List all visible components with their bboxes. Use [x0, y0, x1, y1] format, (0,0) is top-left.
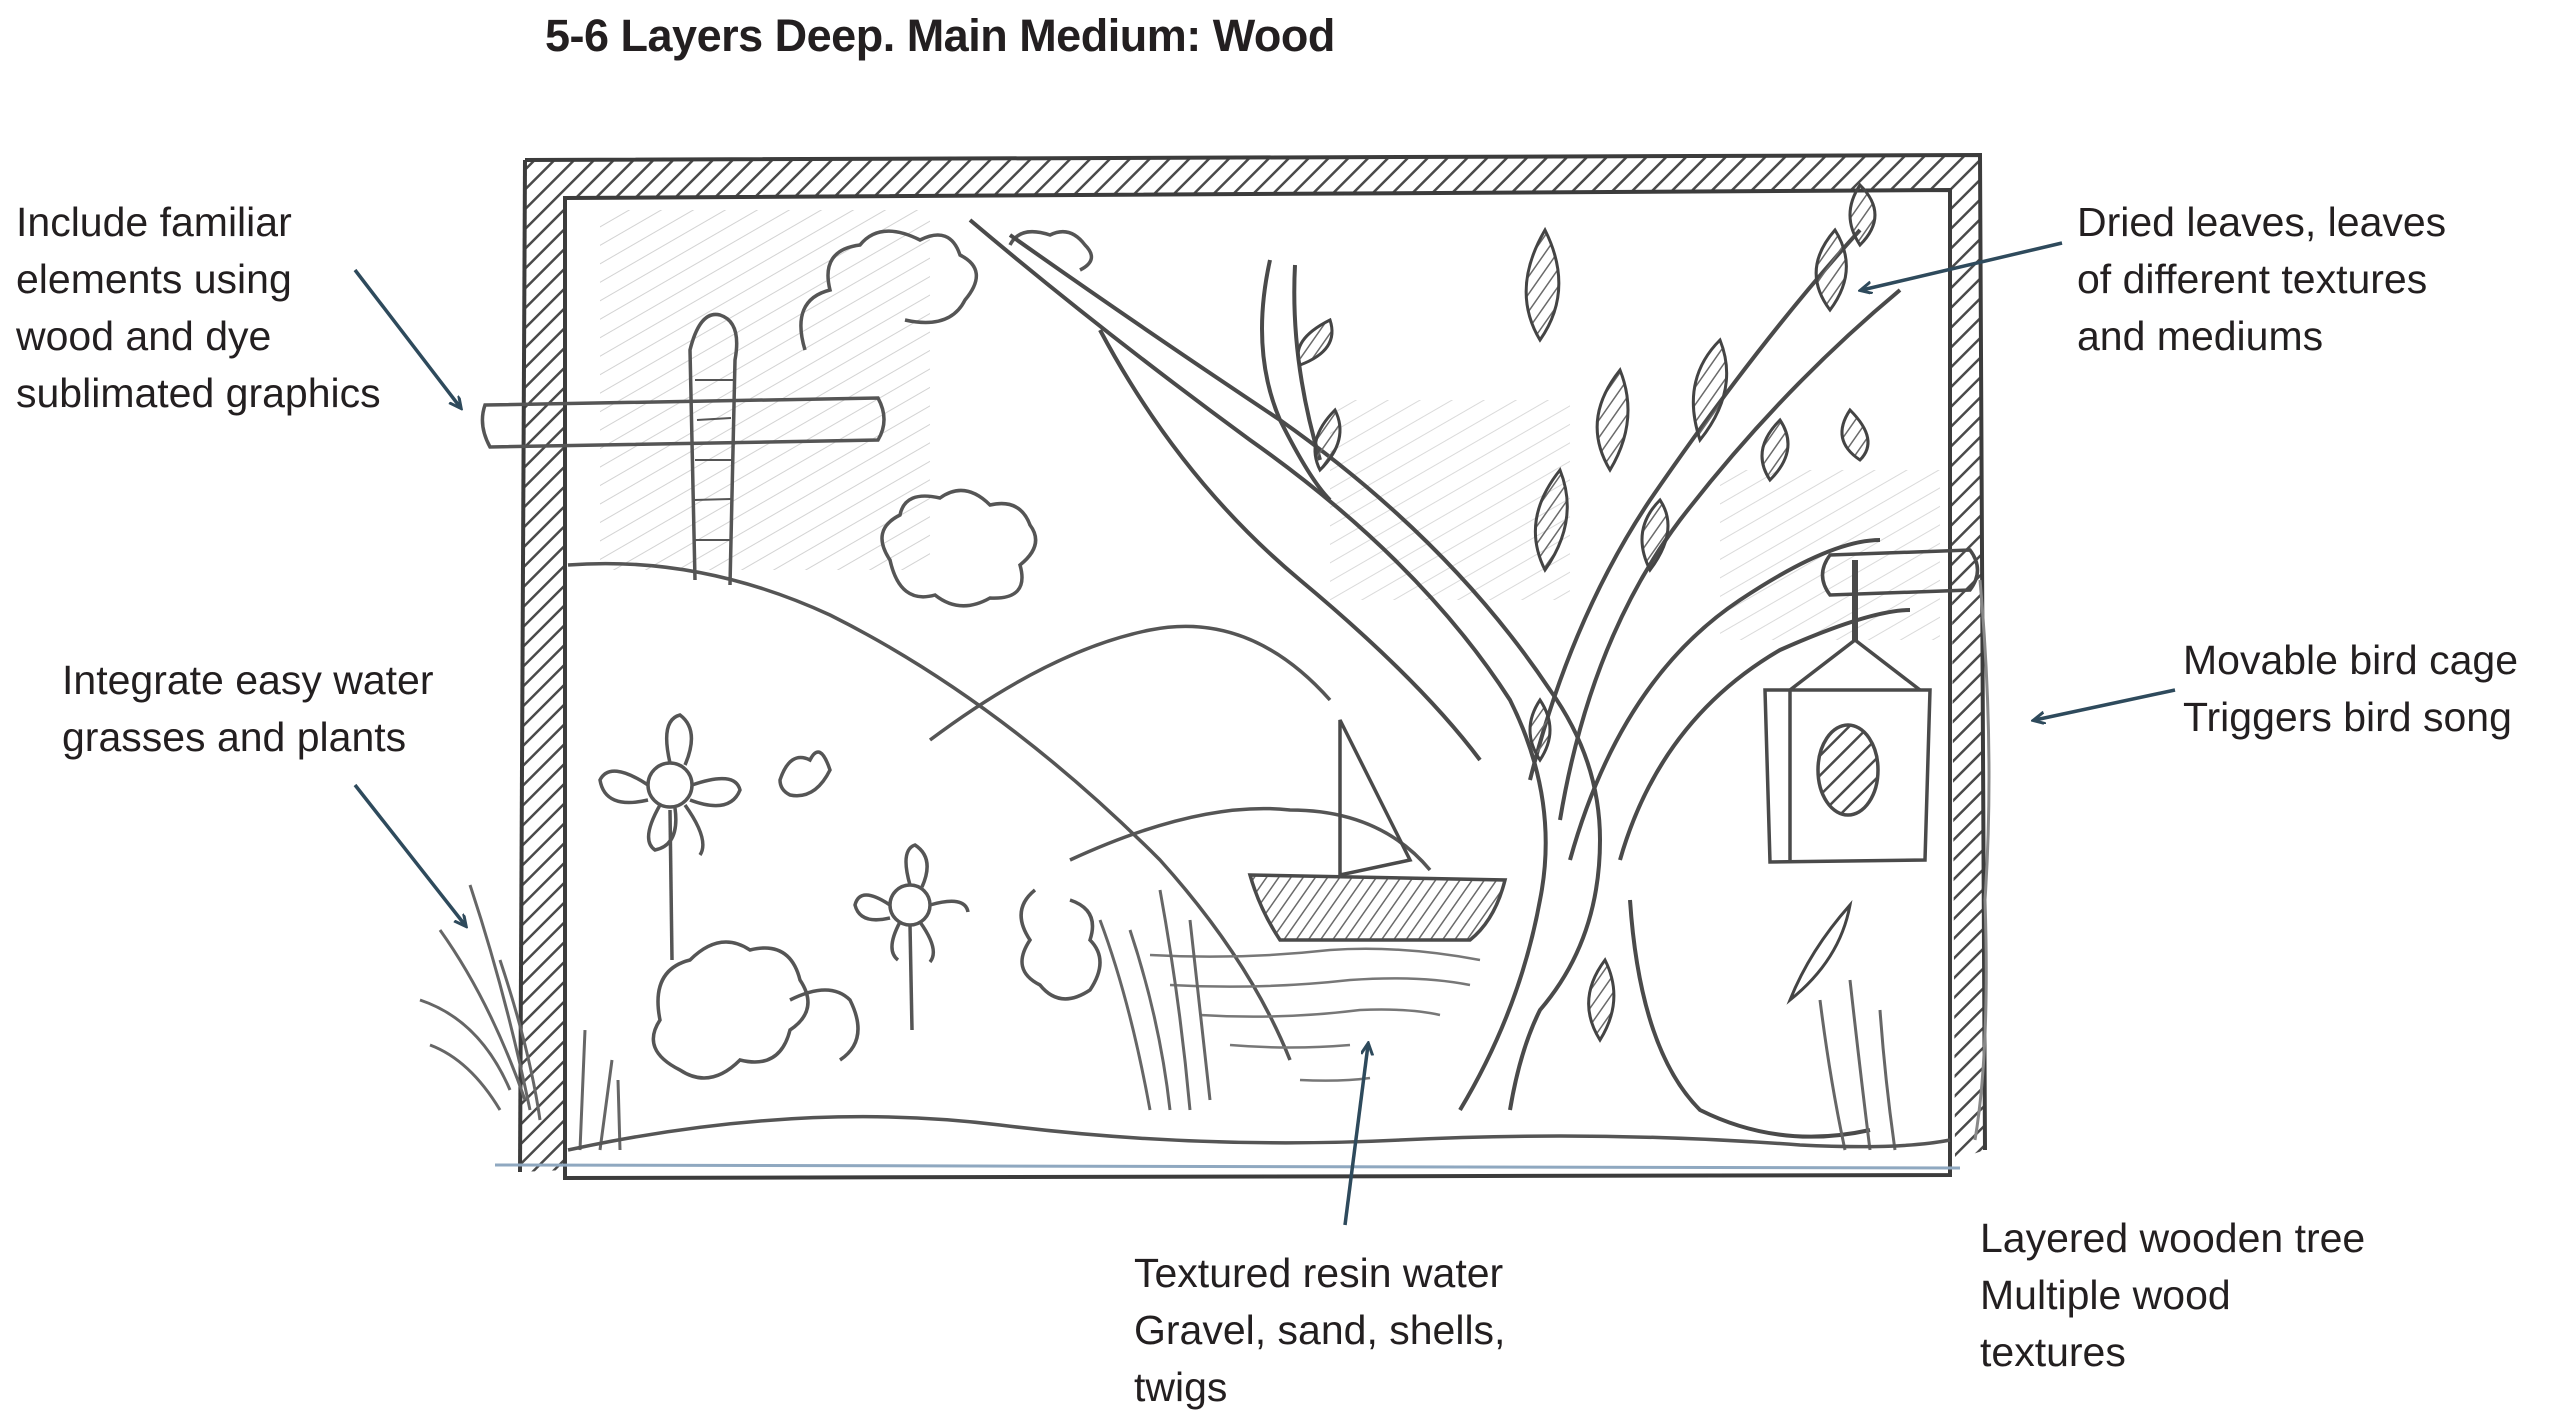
annotation-line: sublimated graphics: [16, 370, 381, 416]
frame-border: [494, 152, 1987, 1181]
annotation-line: Textured resin water: [1134, 1250, 1504, 1296]
annotation-line: and mediums: [2077, 313, 2324, 359]
water-grasses: [419, 579, 1991, 1151]
annotation-line: Movable bird cage: [2183, 637, 2519, 683]
annotation-line: Integrate easy water: [62, 657, 434, 703]
annotation-line: of different textures: [2077, 256, 2428, 302]
arrow-bird-cage: [2035, 688, 2176, 720]
annotation-line: textures: [1980, 1329, 2126, 1375]
bird-cage: [1763, 548, 1980, 864]
annotation-line: Layered wooden tree: [1980, 1215, 2366, 1261]
layered-wooden-tree: [968, 218, 1911, 1139]
arrow-resin-water: [1343, 1045, 1368, 1226]
flowers-and-bushes: [598, 713, 1102, 1080]
annotation-bird-cage: Movable bird cage Triggers bird song: [2183, 632, 2518, 746]
annotation-line: wood and dye: [16, 313, 272, 359]
annotation-water-grasses: Integrate easy water grasses and plants: [62, 652, 433, 766]
annotation-resin-water: Textured resin water Gravel, sand, shell…: [1134, 1245, 1505, 1416]
annotation-line: Include familiar: [16, 199, 292, 245]
annotation-dried-leaves: Dried leaves, leaves of different textur…: [2077, 194, 2446, 365]
sailboat: [1247, 719, 1508, 942]
annotation-wooden-tree: Layered wooden tree Multiple wood textur…: [1980, 1210, 2365, 1381]
hills: [567, 561, 1432, 1061]
resin-water: [1149, 947, 1481, 1082]
annotation-line: Gravel, sand, shells,: [1134, 1307, 1506, 1353]
annotation-line: elements using: [16, 256, 292, 302]
clouds: [799, 229, 1094, 608]
annotation-line: twigs: [1134, 1364, 1228, 1410]
dried-leaves: [1296, 182, 1877, 1043]
annotation-line: Multiple wood: [1980, 1272, 2231, 1318]
annotation-arrows: [353, 241, 2176, 1226]
annotation-familiar-elements: Include familiar elements using wood and…: [16, 194, 381, 422]
diagram-title: 5-6 Layers Deep. Main Medium: Wood: [545, 10, 1335, 61]
ground-line: [567, 1114, 1951, 1152]
fence-post: [480, 312, 886, 586]
annotation-line: grasses and plants: [62, 714, 407, 760]
arrow-familiar-elements: [353, 268, 460, 407]
annotation-line: Dried leaves, leaves: [2077, 199, 2447, 245]
arrow-water-grasses: [353, 783, 465, 925]
arrow-dried-leaves: [1862, 241, 2063, 290]
annotation-line: Triggers bird song: [2183, 694, 2512, 740]
